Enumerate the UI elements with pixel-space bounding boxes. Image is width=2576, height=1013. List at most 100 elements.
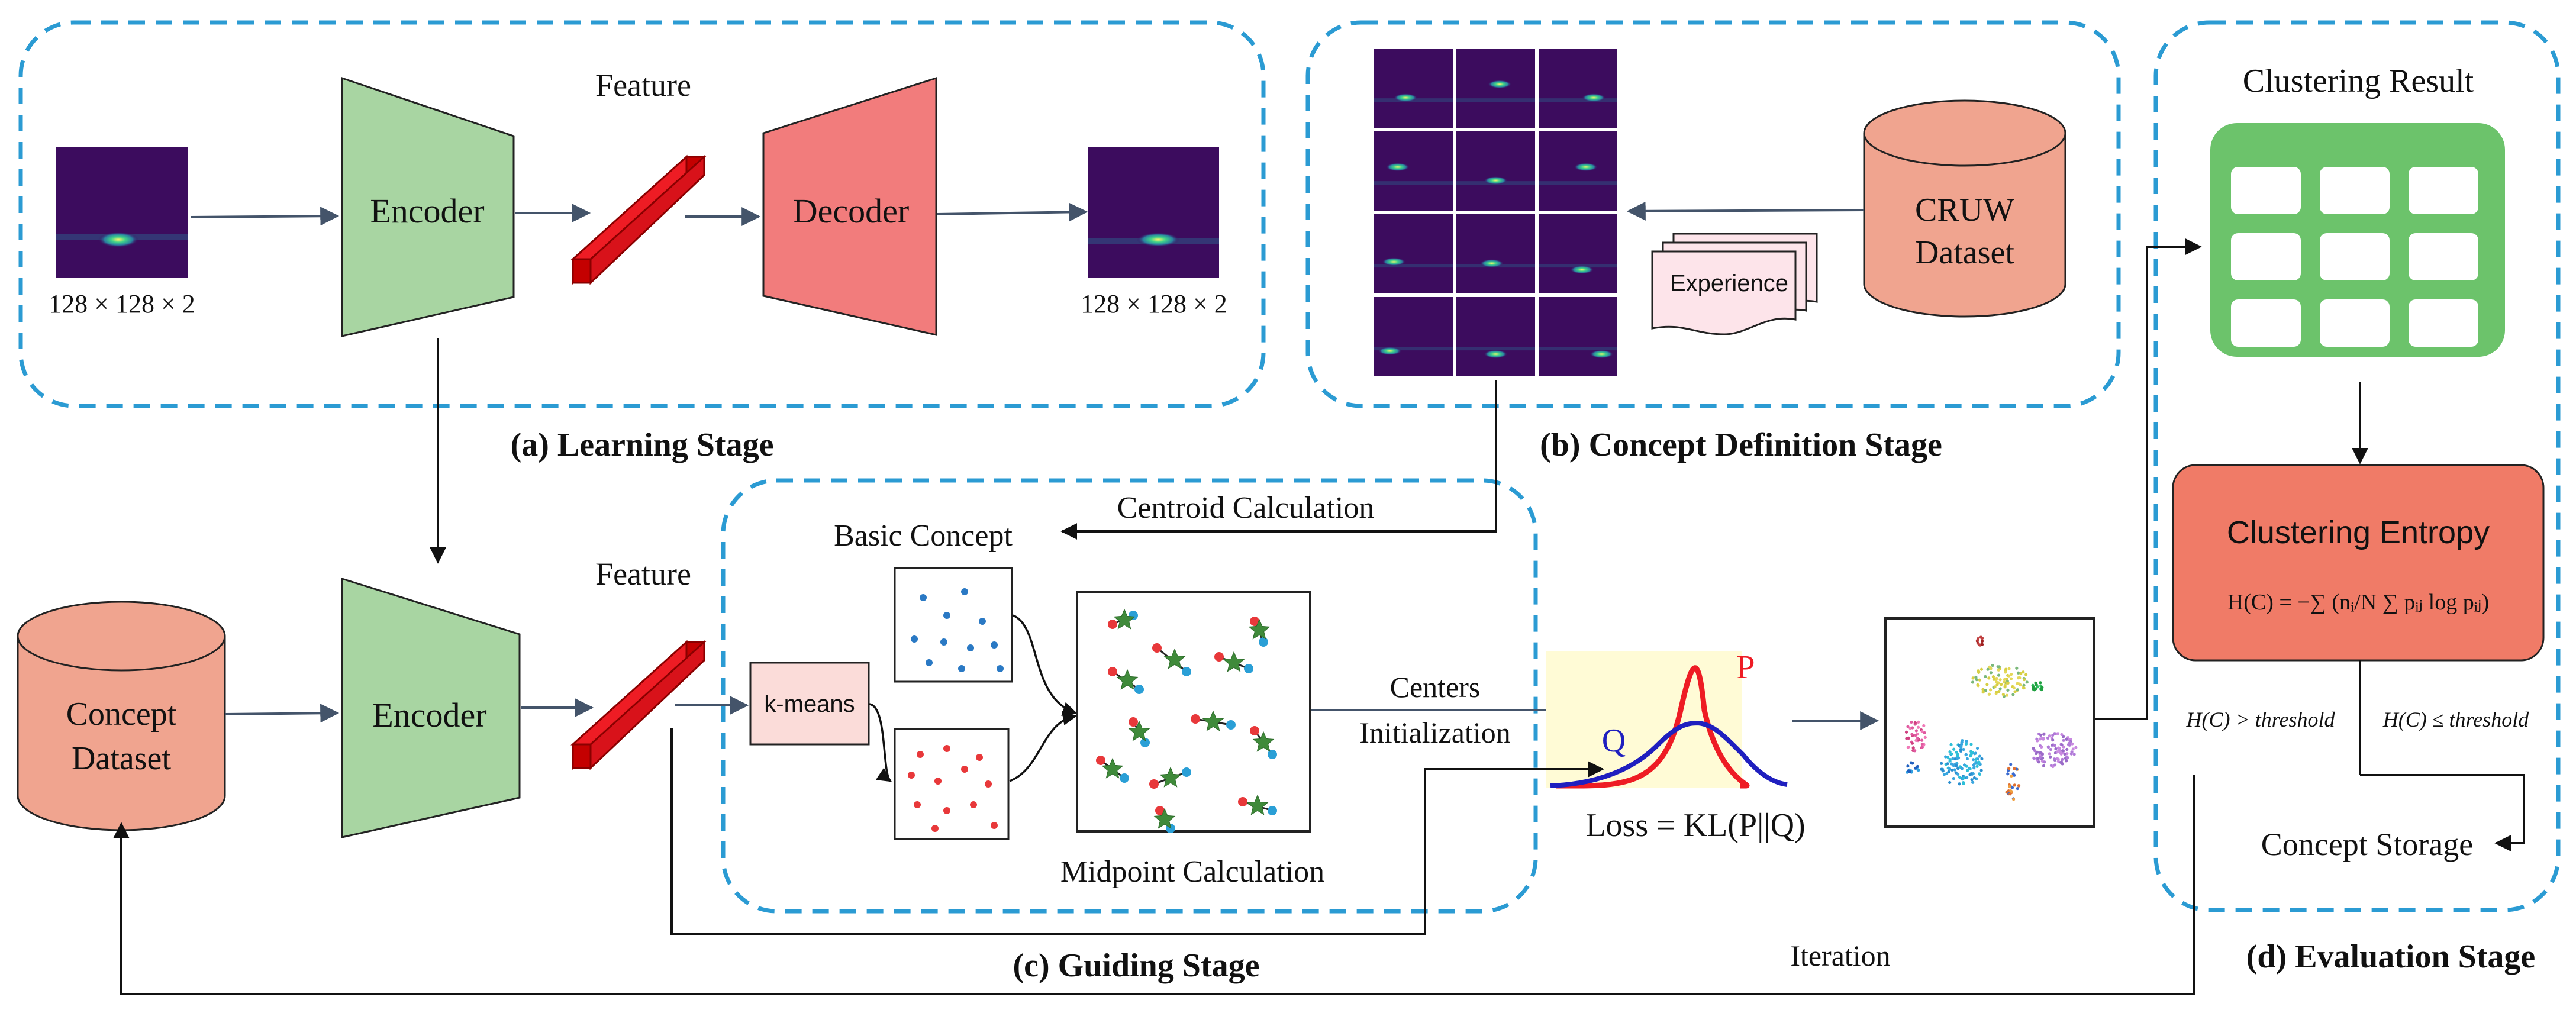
result-cell — [2409, 299, 2478, 347]
arrow-dataset-to-grid — [1626, 201, 1865, 221]
tsne-point — [1962, 776, 1966, 780]
evaluation-stage-title: (d) Evaluation Stage — [2246, 938, 2536, 975]
tsne-point — [2053, 763, 2057, 767]
tsne-point — [2061, 749, 2065, 753]
tsne-point — [2022, 670, 2025, 674]
tsne-point — [1911, 762, 1914, 765]
tsne-point — [1910, 741, 1914, 745]
tsne-point — [2007, 674, 2011, 678]
result-cell — [2320, 233, 2390, 280]
tsne-point — [1956, 753, 1960, 756]
tsne-point — [2069, 752, 2073, 756]
tsne-point — [2025, 680, 2029, 684]
tsne-point — [2071, 747, 2075, 751]
result-cell — [2409, 233, 2478, 280]
tsne-point — [1916, 736, 1920, 740]
blue-point — [967, 644, 974, 651]
midpoint-pair — [1238, 794, 1277, 815]
arrow-iteration-loop — [113, 775, 2195, 995]
concept-dataset-label-line1: Concept — [66, 696, 177, 733]
tsne-point — [2036, 685, 2040, 689]
tsne-point — [1948, 780, 1952, 785]
distribution-curve-q — [1550, 720, 1788, 788]
tsne-point — [1988, 688, 1993, 692]
guiding-encoder-label: Encoder — [372, 696, 486, 734]
red-point — [961, 766, 968, 773]
tsne-point — [2052, 757, 2056, 761]
cruw-dataset-label-line1: CRUW — [1915, 192, 2014, 228]
tsne-point — [2040, 745, 2043, 749]
blue-point — [943, 612, 950, 619]
tsne-point — [1958, 765, 1962, 769]
tsne-point — [1965, 769, 1969, 772]
tsne-point — [2022, 683, 2026, 687]
tsne-point — [1955, 764, 1958, 767]
tsne-point — [1911, 726, 1914, 730]
tsne-point — [2004, 670, 2007, 674]
spectrogram-tile — [1539, 49, 1617, 128]
tsne-point — [1948, 750, 1952, 754]
learning-feature-vector — [570, 154, 707, 285]
tsne-point — [1997, 673, 2001, 677]
tsne-point — [2003, 678, 2007, 681]
output-size-label: 128 × 128 × 2 — [1081, 289, 1227, 318]
tsne-point — [1976, 638, 1979, 642]
tsne-point — [2051, 764, 2055, 769]
condition-greater-label: H(C) > threshold — [2186, 708, 2336, 731]
spectrogram-tile — [1374, 214, 1453, 293]
tsne-point — [2016, 786, 2019, 791]
clustering-result-title: Clustering Result — [2243, 63, 2474, 99]
red-point — [943, 807, 950, 814]
tsne-point — [1950, 752, 1953, 756]
evaluation-stage-box — [2153, 20, 2561, 912]
tsne-point — [1977, 670, 1981, 675]
tsne-point — [2015, 666, 2019, 670]
tsne-point — [2074, 746, 2078, 749]
tsne-point — [1984, 689, 1987, 692]
tsne-point — [1968, 773, 1972, 776]
tsne-point — [2043, 760, 2046, 764]
midpoint-pair — [1153, 806, 1176, 833]
tsne-point — [1908, 727, 1912, 730]
cruw-dataset-cylinder — [1863, 99, 2066, 318]
blue-point — [979, 618, 986, 625]
arrow-tsne-to-result — [2095, 238, 2202, 720]
midpoint-pair — [1108, 608, 1138, 630]
tsne-point — [2055, 750, 2059, 754]
tsne-point — [1965, 776, 1969, 779]
tsne-point — [1920, 742, 1924, 746]
tsne-point — [1981, 691, 1985, 694]
tsne-point — [1952, 764, 1955, 767]
tsne-point — [1996, 665, 2000, 669]
tsne-point — [1910, 720, 1913, 724]
learning-encoder — [341, 76, 515, 337]
tsne-point — [1971, 780, 1975, 784]
midpoint-pair — [1152, 643, 1191, 676]
tsne-point — [1962, 747, 1965, 751]
distribution-p-label: P — [1736, 649, 1755, 686]
midpoint-pair — [1108, 667, 1144, 694]
tsne-point — [2065, 737, 2068, 741]
tsne-point — [1969, 743, 1973, 746]
tsne-point — [2003, 685, 2007, 689]
tsne-point — [2056, 746, 2060, 750]
tsne-point — [1989, 671, 1993, 675]
red-point — [991, 822, 998, 829]
tsne-point — [2013, 767, 2016, 770]
tsne-point — [1917, 725, 1920, 729]
tsne-point — [2022, 686, 2026, 690]
tsne-point — [2049, 755, 2052, 759]
tsne-point — [1975, 746, 1979, 750]
midpoint-pair — [1128, 717, 1150, 747]
tsne-point — [1985, 683, 1989, 686]
centers-init-label-line1: Centers — [1390, 670, 1481, 704]
tsne-point — [1910, 733, 1914, 736]
tsne-point — [2054, 747, 2058, 751]
entropy-formula: H(C) = −∑ (nᵢ/N ∑ pᵢⱼ log pᵢⱼ) — [2227, 590, 2489, 615]
tsne-point — [2012, 686, 2016, 690]
tsne-point — [1971, 676, 1975, 680]
tsne-point — [2065, 747, 2069, 751]
input-size-label: 128 × 128 × 2 — [49, 289, 195, 318]
tsne-point — [2019, 672, 2023, 676]
